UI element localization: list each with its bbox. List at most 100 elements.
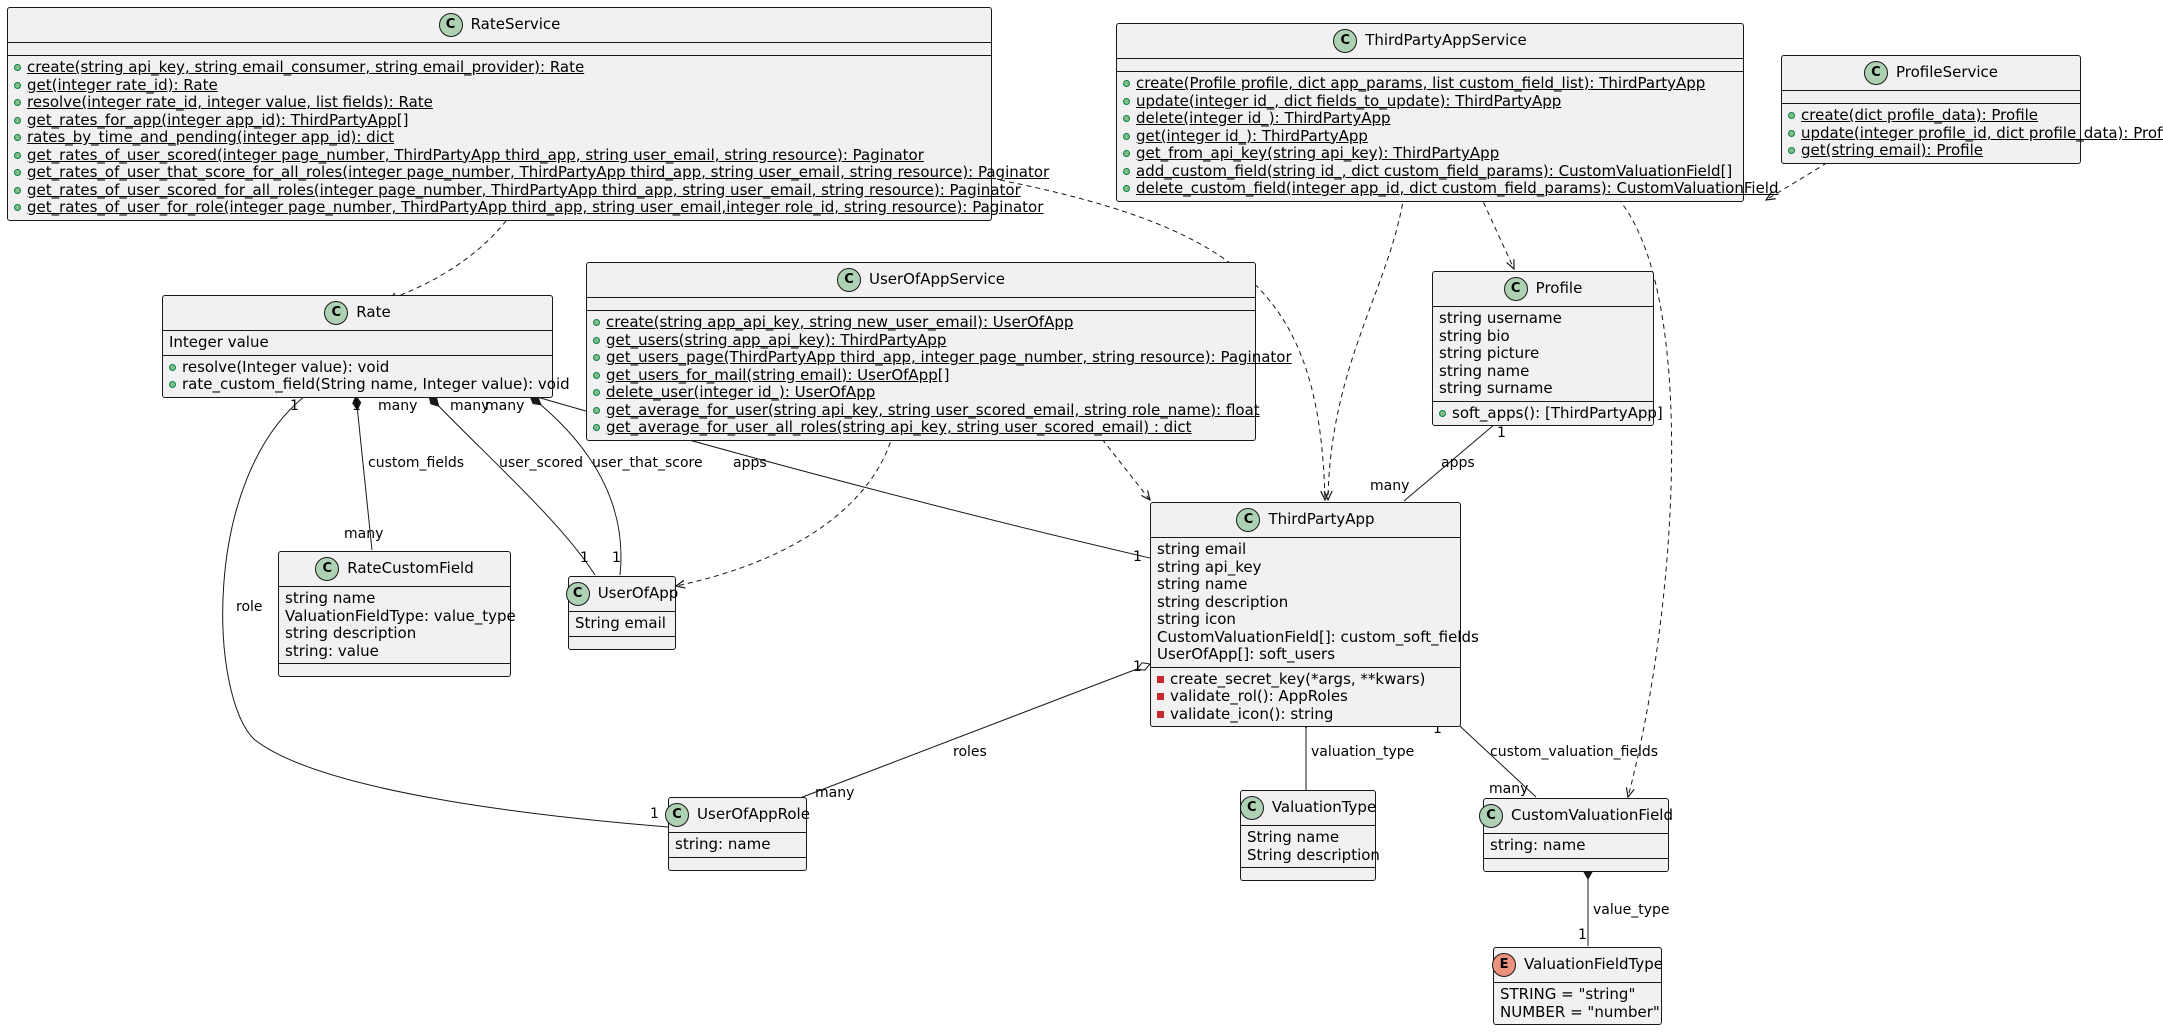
field-row: String name [1247,828,1340,846]
public-visibility-icon [1123,132,1130,140]
method-signature: get_average_for_user(string api_key, str… [606,400,1260,419]
mult-role-1: 1 [650,806,659,822]
public-visibility-icon [1123,115,1130,123]
public-visibility-icon [593,336,600,344]
class-name: ValuationType [1271,798,1377,817]
method-signature: get(string email): Profile [1801,141,1983,159]
public-visibility-icon [14,64,21,72]
method-signature: soft_apps(): [ThirdPartyApp] [1452,403,1663,422]
field-row: STRING = "string" [1500,985,1636,1003]
method-signature: get_from_api_key(string api_key): ThirdP… [1136,144,1500,162]
method-row: update(integer profile_id, dict profile_… [1788,124,2163,143]
field-row: string surname [1439,379,1553,397]
field-row: string picture [1439,344,1540,362]
dep-thirdpartyappservice-profile [1475,185,1514,269]
public-visibility-icon [593,424,600,432]
dep-userofappservice-thirdpartyapp [1090,424,1150,500]
mult-vft-1: 1 [1578,927,1587,943]
method-signature: create(Profile profile, dict app_params,… [1136,74,1706,92]
field-row: string icon [1157,610,1236,628]
method-signature: get_rates_of_user_that_score_for_all_rol… [27,163,1050,181]
methods-section [1484,859,1668,871]
label-roles: roles [953,744,987,760]
method-signature: get_rates_of_user_scored_for_all_roles(i… [27,180,1021,199]
field-row: String email [575,614,666,632]
class-name: UserOfApp [597,584,679,603]
methods-section: soft_apps(): [ThirdPartyApp] [1433,402,1663,426]
comp-rate-userofapp-scored [428,395,596,576]
method-row: get_rates_of_user_scored_for_all_roles(i… [14,181,1021,200]
mult-profile-1: 1 [1497,425,1506,441]
public-visibility-icon [14,81,21,89]
mult-thirdpartyapp-1: 1 [1133,549,1142,565]
comp-rate-userofapp-score [529,395,622,576]
method-signature: delete_user(integer id_): UserOfApp [606,383,876,401]
method-signature: resolve(Integer value): void [182,357,390,376]
fields-section: String email [569,612,675,637]
label-user-scored: user_scored [499,455,583,471]
field-row: string api_key [1157,557,1262,576]
methods-section: create(string app_api_key, string new_us… [587,311,1292,440]
field-row: CustomValuationField[]: custom_soft_fiel… [1157,627,1479,646]
field-row: string name [1157,575,1248,593]
method-signature: get(integer id_): ThirdPartyApp [1136,126,1368,145]
dep-userofappservice-userofapp [676,424,896,586]
method-signature: get_users_page(ThirdPartyApp third_app, … [606,348,1292,366]
public-visibility-icon [1788,112,1795,120]
method-signature: update(integer profile_id, dict profile_… [1801,123,2163,142]
private-visibility-icon [1157,693,1164,701]
method-signature: resolve(integer rate_id, integer value, … [27,93,433,111]
dep-rateservice-thirdpartyapp [999,179,1325,500]
method-signature: delete(integer id_): ThirdPartyApp [1136,109,1391,127]
methods-section [669,858,806,870]
method-row: create(string app_api_key, string new_us… [593,313,1249,332]
public-visibility-icon [1788,129,1795,137]
label-role: role [236,599,263,615]
class-badge-icon: C [1236,508,1261,532]
label-apps-profile: apps [1441,455,1475,471]
method-row: get_rates_of_user_for_role(integer page_… [14,198,1043,217]
class-name: UserOfAppRole [697,805,810,824]
public-visibility-icon [169,363,176,371]
mult-tpa-1-roles: 1 [1133,659,1142,675]
method-row: create(string api_key, string email_cons… [14,58,985,77]
method-signature: update(integer id_, dict fields_to_updat… [1136,91,1562,110]
method-row: get_users(string app_api_key): ThirdPart… [593,331,1249,350]
fields-section: STRING = "string"NUMBER = "number" [1494,983,1661,1024]
field-row: string: value [285,641,379,660]
method-row: create(dict profile_data): Profile [1788,106,2074,125]
methods-section: create(string api_key, string email_cons… [8,56,1049,220]
class-badge-icon: C [1333,29,1358,53]
label-custom-fields: custom_fields [368,455,464,471]
method-row: soft_apps(): [ThirdPartyApp] [1439,404,1663,423]
public-visibility-icon [593,389,600,397]
class-badge-icon: C [324,301,349,325]
public-visibility-icon [1123,150,1130,158]
method-row: validate_icon(): string [1157,705,1454,724]
fields-section [587,298,1255,311]
class-badge-icon: C [1503,277,1528,301]
method-row: create(Profile profile, dict app_params,… [1123,74,1737,93]
private-visibility-icon [1157,710,1164,718]
agg-thirdpartyapp-userofapprole [799,662,1151,799]
field-row: string username [1439,309,1562,327]
class-name: UserOfAppService [868,270,1006,289]
method-signature: get_rates_of_user_scored(integer page_nu… [27,145,924,164]
